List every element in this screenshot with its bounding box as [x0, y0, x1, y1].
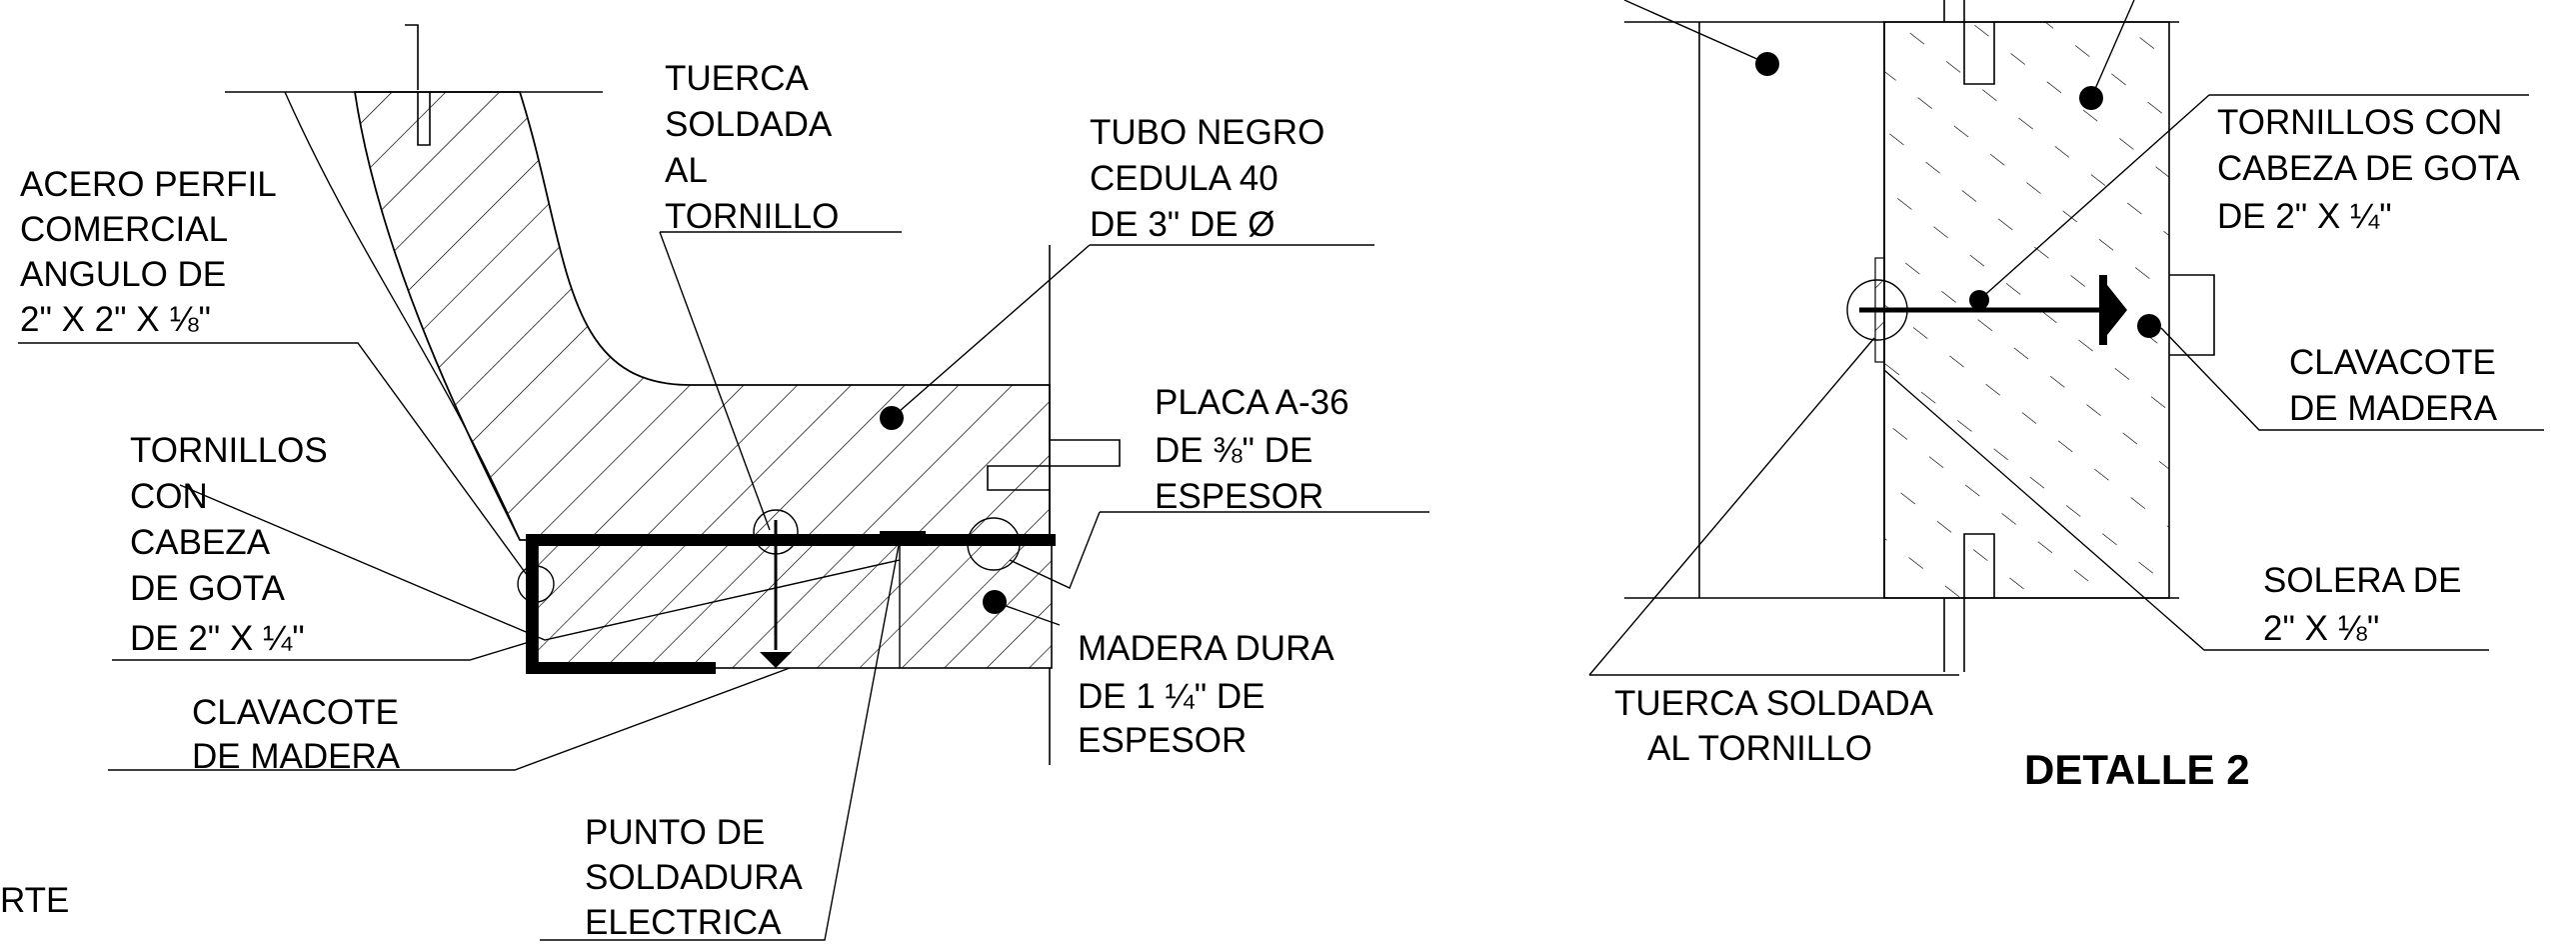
tornillos-label: TORNILLOS CON CABEZA DE GOTA DE 2" X ¼" [130, 431, 337, 658]
d2-tornillos-label: TORNILLOS CON CABEZA DE GOTA DE 2" X ¼" [2217, 103, 2528, 236]
tuerca-soldada-label: TUERCA SOLDADA AL TORNILLO [665, 59, 840, 236]
madera-line-3: ESPESOR [1078, 721, 1247, 760]
placa-line-2: DE ⅜" DE [1155, 431, 1312, 470]
d2-tuerca-line-2: AL TORNILLO [1647, 729, 1872, 768]
madera-dura-label: MADERA DURA DE 1 ¼" DE ESPESOR [1078, 629, 1342, 760]
tuerca-line-2: SOLDADA [665, 105, 833, 144]
tornillos-line-3: CABEZA [130, 523, 271, 562]
detail-2-title: DETALLE 2 [2024, 746, 2250, 793]
tubo-line-3: DE 3" DE Ø [1090, 205, 1276, 244]
d2-clavacote-line-1: CLAVACOTE [2289, 343, 2496, 382]
d2-tornillos-line-1: TORNILLOS CON [2217, 103, 2502, 142]
clavacote-line-2: DE MADERA [192, 737, 401, 776]
placa-label: PLACA A-36 DE ⅜" DE ESPESOR [1155, 383, 1358, 516]
d2-solera-line-1: SOLERA DE [2263, 561, 2461, 600]
d2-solera-line-2: 2" X ⅛" [2263, 609, 2379, 648]
acero-line-2: COMERCIAL [20, 210, 228, 249]
detail-2 [1588, 0, 2544, 676]
d2-clavacote-line-2: DE MADERA [2289, 389, 2498, 428]
tubo-line-1: TUBO NEGRO [1090, 113, 1324, 152]
clavacote-marker-dot [2137, 314, 2161, 338]
d2-tuerca-label: TUERCA SOLDADA AL TORNILLO [1614, 684, 1941, 768]
tornillos-line-1: TORNILLOS [130, 431, 328, 470]
tornillos-line-4: DE GOTA [130, 569, 286, 608]
acero-line-3: ANGULO DE [20, 255, 226, 294]
punto-soldadura-label: PUNTO DE SOLDADURA ELECTRICA [585, 813, 811, 942]
tuerca-line-1: TUERCA [665, 59, 810, 98]
acero-perfil-label: ACERO PERFIL COMERCIAL ANGULO DE 2" X 2"… [20, 165, 285, 339]
tornillos-line-5: DE 2" X ¼" [130, 619, 305, 658]
detail-1-labels: ACERO PERFIL COMERCIAL ANGULO DE 2" X 2"… [0, 59, 1358, 942]
punto-line-3: ELECTRICA [585, 903, 782, 942]
cutoff-label: RTE [0, 881, 69, 920]
placa-line-1: PLACA A-36 [1155, 383, 1349, 422]
tubo-negro-label: TUBO NEGRO CEDULA 40 DE 3" DE Ø [1090, 113, 1334, 244]
punto-line-2: SOLDADURA [585, 858, 803, 897]
d2-tornillos-line-2: CABEZA DE GOTA [2217, 149, 2520, 188]
clavacote-label: CLAVACOTE DE MADERA [192, 693, 409, 776]
madera-line-1: MADERA DURA [1078, 629, 1334, 668]
jamb-marker-dot [1755, 52, 1779, 76]
tuerca-line-4: TORNILLO [665, 197, 839, 236]
d2-solera-label: SOLERA DE 2" X ⅛" [2263, 561, 2471, 648]
hardwood-board [537, 539, 1053, 669]
d2-tornillos-line-3: DE 2" X ¼" [2217, 197, 2392, 236]
tubo-line-2: CEDULA 40 [1090, 159, 1279, 198]
punto-line-1: PUNTO DE [585, 813, 765, 852]
madera-line-2: DE 1 ¼" DE [1078, 677, 1266, 716]
acero-line-1: ACERO PERFIL [20, 165, 276, 204]
placa-line-3: ESPESOR [1155, 477, 1323, 516]
d2-tuerca-line-1: TUERCA SOLDADA [1614, 684, 1934, 723]
clavacote-line-1: CLAVACOTE [192, 693, 399, 732]
tornillos-line-2: CON [130, 477, 208, 516]
d2-clavacote-label: CLAVACOTE DE MADERA [2289, 343, 2506, 428]
detail-2-labels: TORNILLOS CON CABEZA DE GOTA DE 2" X ¼" … [1614, 103, 2528, 793]
tuerca-line-3: AL [665, 151, 707, 190]
detail-1 [18, 24, 1429, 941]
acero-line-4: 2" X 2" X ⅛" [20, 300, 211, 339]
